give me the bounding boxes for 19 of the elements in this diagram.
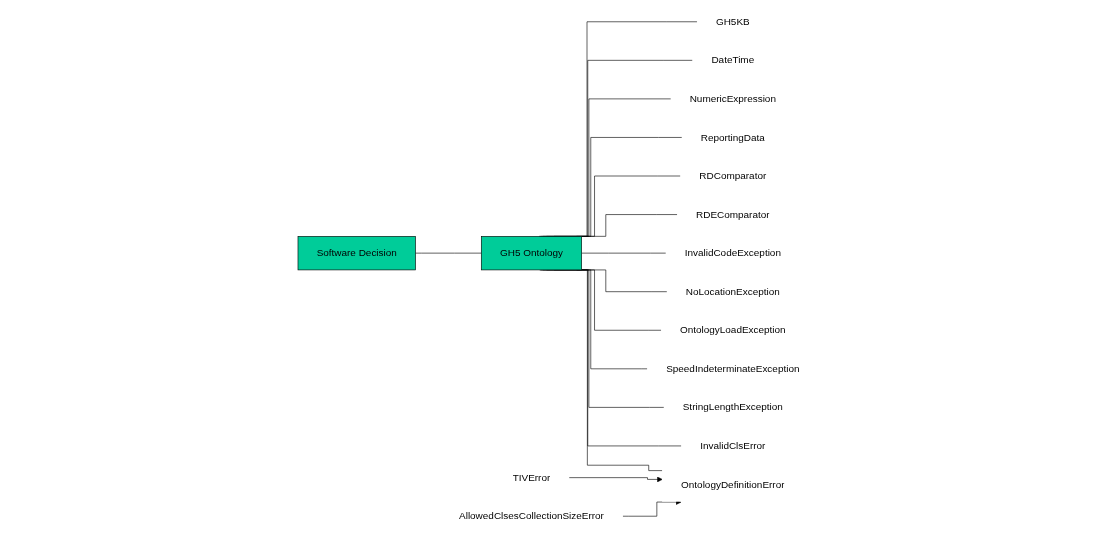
node-text: NoLocationException — [685, 286, 780, 297]
node-text: StringLengthException — [682, 401, 783, 413]
node-box: GH5 Ontology — [480, 236, 582, 271]
node-text: InvalidCodeException — [684, 247, 781, 259]
node-text: InvalidClsError — [700, 440, 766, 451]
node-text: AllowedClsesCollectionSizeError — [458, 510, 604, 522]
node-text: ReportingData — [700, 131, 765, 143]
connector — [581, 252, 667, 254]
node-text: OntologyLoadException — [679, 324, 786, 336]
node-text: TIVError — [512, 472, 551, 483]
node-text: OntologyDefinitionError — [681, 478, 785, 490]
node-text: RDEComparator — [695, 208, 770, 220]
node-text: GH5KB — [715, 16, 750, 27]
node-text: SpeedIndeterminateException — [666, 363, 800, 374]
node-text: DateTime — [711, 54, 755, 66]
node-text: NumericExpression — [689, 93, 776, 104]
node-text: RDComparator — [699, 170, 767, 181]
connector — [415, 252, 482, 254]
node-box: Software Decision — [297, 236, 416, 271]
